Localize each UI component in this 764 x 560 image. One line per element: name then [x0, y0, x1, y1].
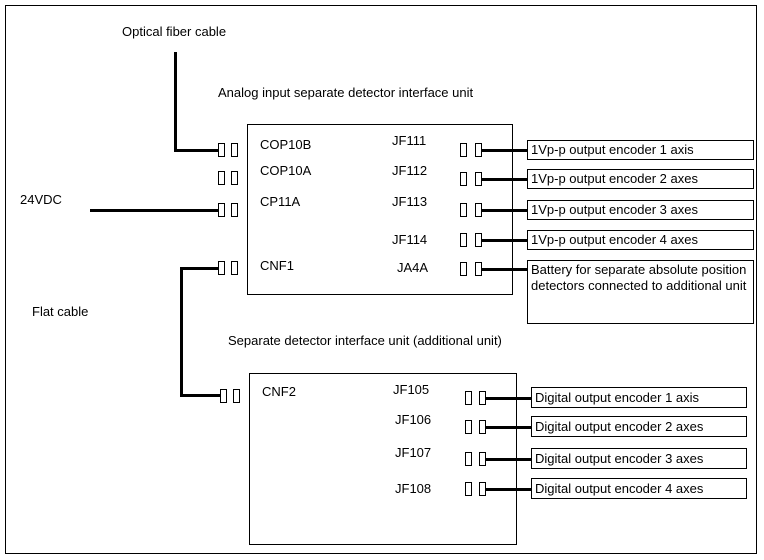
additional-interface-unit-box: [249, 373, 517, 545]
port-jf113: JF113: [392, 194, 428, 209]
output-encoder-3-axes-1vpp: 1Vp-p output encoder 3 axes: [527, 200, 754, 220]
connector-ja4a: [460, 262, 467, 276]
connector-jf113: [475, 203, 482, 217]
output-line-jf108: [486, 488, 532, 491]
connector-jf108: [479, 482, 486, 496]
output-line-jf105: [486, 397, 532, 400]
output-encoder-2-axes-1vpp: 1Vp-p output encoder 2 axes: [527, 169, 754, 189]
connector-jf111: [475, 143, 482, 157]
optical-fiber-cable-line: [174, 52, 177, 152]
output-encoder-3-axes-digital: Digital output encoder 3 axes: [531, 448, 747, 469]
connector-jf114: [475, 233, 482, 247]
analog-interface-unit-box: [247, 124, 513, 295]
port-jf106: JF106: [395, 412, 432, 427]
output-line-jf114: [482, 239, 528, 242]
port-cop10b: COP10B: [260, 137, 312, 152]
port-jf112: JF112: [392, 163, 428, 178]
connector-jf105: [479, 391, 486, 405]
flat-cable-line: [180, 267, 183, 397]
connector-jf114: [460, 233, 467, 247]
output-encoder-4-axes-1vpp: 1Vp-p output encoder 4 axes: [527, 230, 754, 250]
output-encoder-1-axis-digital: Digital output encoder 1 axis: [531, 387, 747, 408]
connector-cop10a: [218, 171, 225, 185]
output-line-jf107: [486, 458, 532, 461]
connector-jf107: [479, 452, 486, 466]
power-cable-line: [90, 209, 218, 212]
connector-jf106: [479, 420, 486, 434]
output-line-jf112: [482, 178, 528, 181]
output-encoder-1-axis-1vpp: 1Vp-p output encoder 1 axis: [527, 140, 754, 160]
optical-fiber-cable-line: [174, 149, 218, 152]
connector-ja4a: [475, 262, 482, 276]
output-line-ja4a: [482, 268, 528, 271]
unit1-title: Analog input separate detector interface…: [218, 85, 474, 100]
output-line-jf113: [482, 209, 528, 212]
connector-jf107: [465, 452, 472, 466]
connector-jf111: [460, 143, 467, 157]
connector-cnf2: [233, 389, 240, 403]
battery-absolute-detectors-box: Battery for separate absolute position d…: [527, 260, 754, 324]
port-cnf1: CNF1: [260, 258, 294, 273]
output-line-jf111: [482, 149, 528, 152]
port-jf111: JF111: [392, 133, 427, 148]
port-jf114: JF114: [392, 232, 428, 247]
output-encoder-2-axes-digital: Digital output encoder 2 axes: [531, 416, 747, 437]
connector-cnf1: [231, 261, 238, 275]
port-cp11a: CP11A: [260, 194, 301, 209]
connector-cp11a: [231, 203, 238, 217]
output-encoder-4-axes-digital: Digital output encoder 4 axes: [531, 478, 747, 499]
connector-jf112: [475, 172, 482, 186]
connector-cop10a: [231, 171, 238, 185]
unit2-title: Separate detector interface unit (additi…: [228, 333, 502, 348]
port-ja4a: JA4A: [397, 260, 429, 275]
connector-jf108: [465, 482, 472, 496]
connector-cp11a: [218, 203, 225, 217]
connector-jf112: [460, 172, 467, 186]
connector-jf105: [465, 391, 472, 405]
port-cop10a: COP10A: [260, 163, 312, 178]
connector-cop10b: [218, 143, 225, 157]
flat-cable-line: [180, 394, 220, 397]
connector-jf113: [460, 203, 467, 217]
diagram-frame: [5, 5, 757, 554]
port-cnf2: CNF2: [262, 384, 296, 399]
port-jf108: JF108: [395, 481, 432, 496]
connector-jf106: [465, 420, 472, 434]
port-jf105: JF105: [393, 382, 430, 397]
power-24vdc-label: 24VDC: [20, 192, 62, 207]
optical-fiber-cable-label: Optical fiber cable: [122, 24, 227, 39]
flat-cable-label: Flat cable: [32, 304, 89, 319]
flat-cable-line: [180, 267, 218, 270]
connector-cnf2: [220, 389, 227, 403]
output-line-jf106: [486, 426, 532, 429]
port-jf107: JF107: [395, 445, 432, 460]
connector-cnf1: [218, 261, 225, 275]
connector-cop10b: [231, 143, 238, 157]
